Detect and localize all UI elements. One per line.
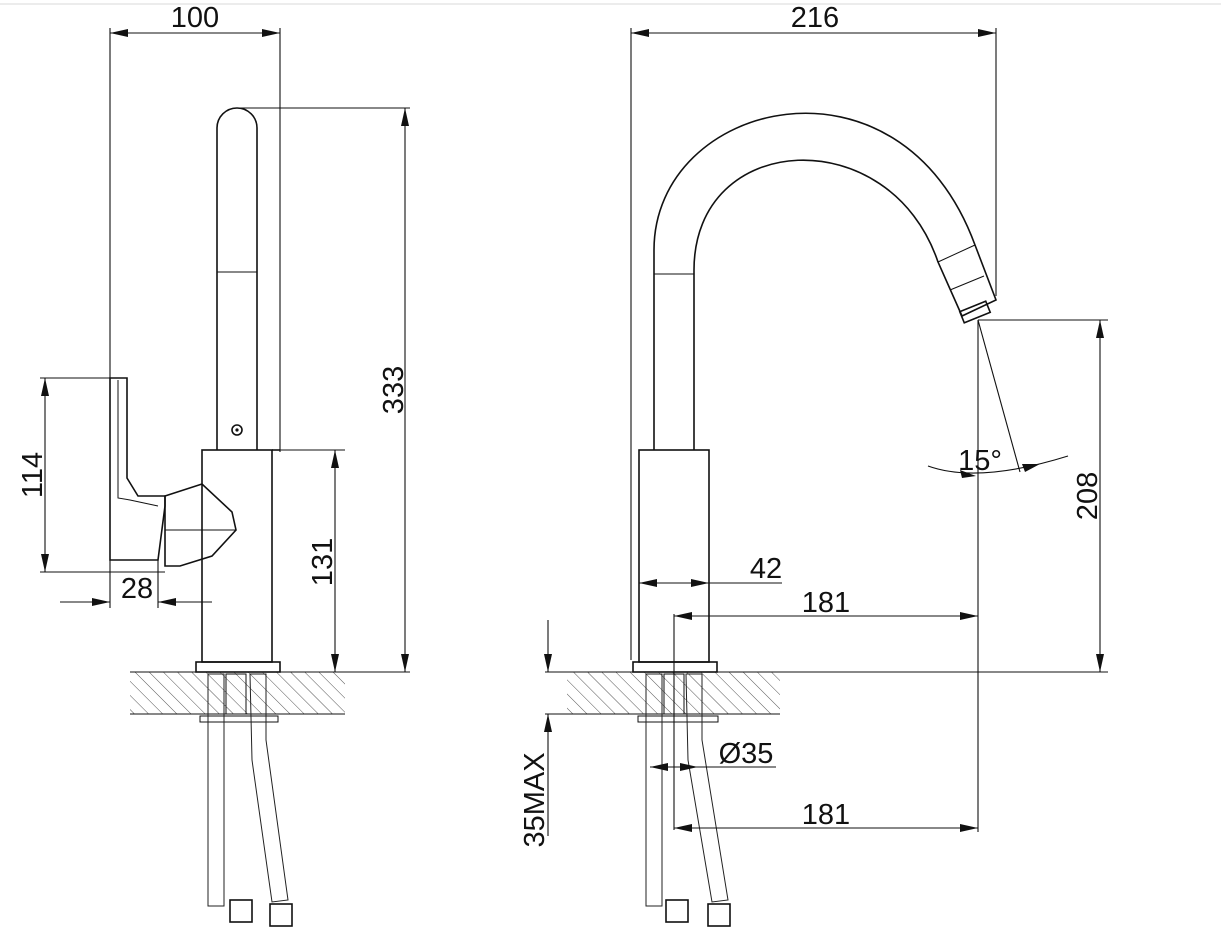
side-cartridge bbox=[164, 483, 237, 567]
side-view: 100 333 131 114 28 bbox=[17, 2, 410, 927]
side-hose-left bbox=[207, 673, 225, 907]
side-dim-body-height: 131 bbox=[307, 538, 339, 586]
side-dim-handle-offset: 28 bbox=[121, 573, 153, 605]
side-countertop-hatch bbox=[130, 672, 345, 714]
front-dim-reach: 181 bbox=[802, 587, 850, 619]
front-aerator bbox=[958, 300, 992, 324]
front-view: 216 15° 208 42 181 Ø35 18 bbox=[519, 2, 1108, 927]
side-dim-handle-height: 114 bbox=[17, 452, 49, 498]
front-dim-hole-diameter: Ø35 bbox=[719, 738, 774, 770]
side-dim-total-height: 333 bbox=[378, 366, 410, 414]
front-hose-right bbox=[685, 673, 729, 903]
front-spout bbox=[653, 112, 998, 450]
front-dim-spout-height: 208 bbox=[1072, 472, 1104, 520]
front-base bbox=[632, 661, 718, 673]
front-dim-body-width: 42 bbox=[750, 553, 782, 585]
front-dim-swivel-angle: 15° bbox=[958, 445, 1002, 477]
side-hose-right bbox=[249, 673, 289, 903]
front-dim-hose-reach: 181 bbox=[802, 799, 850, 831]
front-dim-width-top: 216 bbox=[791, 2, 839, 34]
front-dim-counter-thickness: 35MAX bbox=[519, 752, 551, 847]
side-base bbox=[195, 661, 281, 673]
side-spout bbox=[216, 107, 258, 450]
side-dim-width-top: 100 bbox=[171, 2, 219, 34]
front-hose-left bbox=[645, 673, 663, 907]
side-spout-screw bbox=[231, 424, 243, 436]
